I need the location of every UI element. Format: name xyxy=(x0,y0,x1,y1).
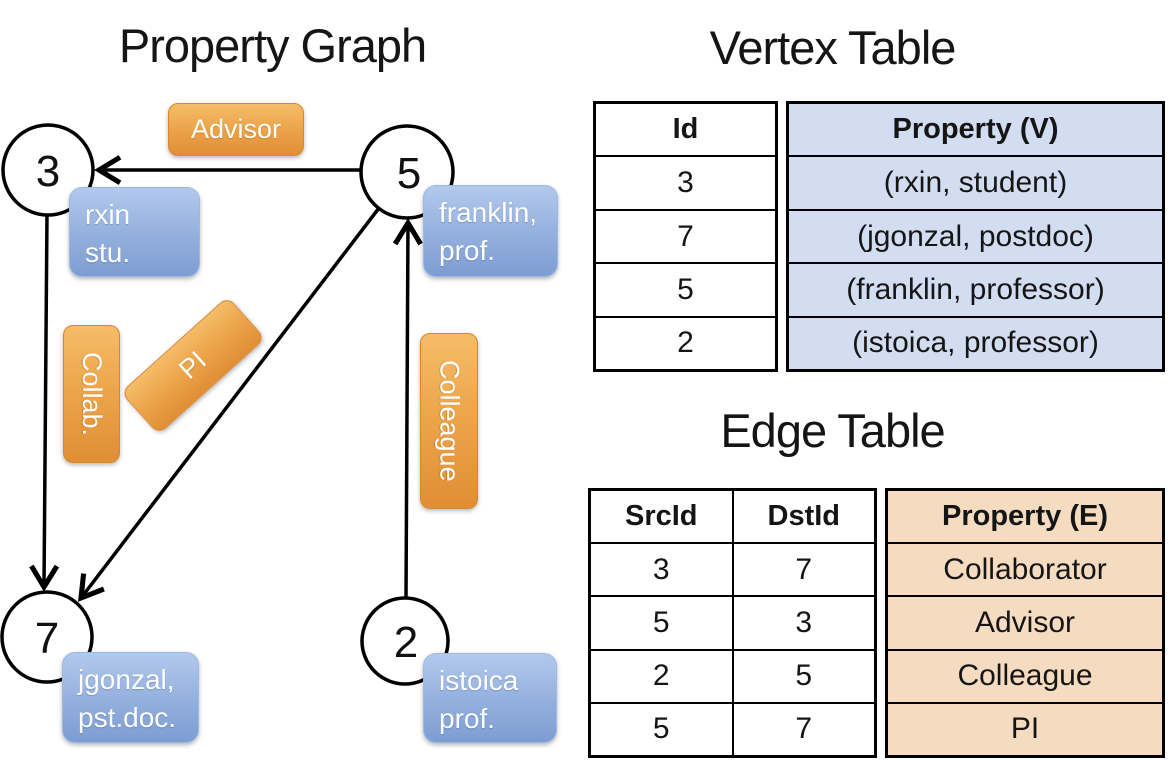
edge-table-dstid-cell: 5 xyxy=(731,650,875,702)
edge-table-dstid-cell: 3 xyxy=(731,597,875,649)
vertex-property-box-2: istoica prof. xyxy=(423,653,557,743)
vertex-id-2: 2 xyxy=(393,618,419,667)
vertex-property-box-5: franklin, prof. xyxy=(423,185,558,277)
edge-table-property-cell: PI xyxy=(1010,712,1040,746)
edge-2-to-5-colleague xyxy=(392,218,423,598)
edge-3-to-7-collab xyxy=(29,212,60,592)
edge-table-property-column: Property (E) Collaborator Advisor Collea… xyxy=(885,488,1165,758)
vertex-table-property-cell: (rxin, student) xyxy=(883,166,1068,200)
edge-table-srcid-cell: 2 xyxy=(652,659,670,693)
vertex-table-property-header: Property (V) xyxy=(892,113,1059,146)
vertex-property-line: istoica xyxy=(439,665,519,696)
vertex-table-id-cell: 7 xyxy=(677,219,694,253)
vertex-property-box-3: rxin stu. xyxy=(69,187,200,277)
edge-label-advisor: Advisor xyxy=(168,103,304,156)
edge-5-to-7-pi xyxy=(78,206,381,602)
edge-table-dstid-cell: 7 xyxy=(731,544,875,596)
edge-table-srcid-header: SrcId xyxy=(624,500,698,533)
edge-table-property-cell: Colleague xyxy=(957,659,1093,693)
vertex-table-property-cell: (franklin, professor) xyxy=(846,272,1105,306)
edge-table-srcid-cell: 5 xyxy=(652,606,670,639)
edge-table-id-columns: SrcId DstId 3 7 5 3 2 5 5 7 xyxy=(588,488,877,758)
vertex-table-id-cell: 2 xyxy=(677,326,694,360)
vertex-property-line: pst.doc. xyxy=(78,701,177,733)
vertex-property-line: prof. xyxy=(439,234,496,266)
vertex-property-line: stu. xyxy=(85,236,131,268)
edge-table-dstid-header: DstId xyxy=(731,491,875,543)
edge-table-property-cell: Collaborator xyxy=(943,552,1107,586)
vertex-property-line: rxin xyxy=(85,199,131,230)
vertex-table-property-cell: (istoica, professor) xyxy=(852,326,1099,360)
edge-table-dstid-cell: 7 xyxy=(731,703,875,756)
vertex-property-line: franklin, xyxy=(439,197,538,228)
vertex-table-id-column: Id 3 7 5 2 xyxy=(593,101,778,372)
vertex-id-7: 7 xyxy=(34,614,60,663)
edge-table-srcid-cell: 5 xyxy=(652,712,670,746)
edge-table-property-cell: Advisor xyxy=(974,606,1076,639)
property-graph-title: Property Graph xyxy=(118,19,427,72)
edge-label-colleague: Colleague xyxy=(420,333,478,509)
vertex-property-line: prof. xyxy=(439,702,496,734)
vertex-id-5: 5 xyxy=(396,149,422,198)
edge-table-srcid-cell: 3 xyxy=(652,552,670,586)
vertex-property-box-7: jgonzal, pst.doc. xyxy=(62,652,199,743)
edge-label-collab: Collab. xyxy=(63,325,120,463)
vertex-property-line: jgonzal, xyxy=(78,664,175,695)
vertex-table-property-cell: (jgonzal, postdoc) xyxy=(857,219,1094,253)
edge-table-title: Edge Table xyxy=(720,404,945,457)
vertex-table-title: Vertex Table xyxy=(709,21,957,74)
vertex-table-id-cell: 5 xyxy=(677,272,694,306)
vertex-table-id-cell: 3 xyxy=(677,166,694,200)
vertex-table-property-column: Property (V) (rxin, student) (jgonzal, p… xyxy=(786,101,1165,372)
edge-table-property-header: Property (E) xyxy=(942,500,1108,533)
vertex-table-id-header: Id xyxy=(672,113,699,146)
vertex-id-3: 3 xyxy=(35,147,61,196)
